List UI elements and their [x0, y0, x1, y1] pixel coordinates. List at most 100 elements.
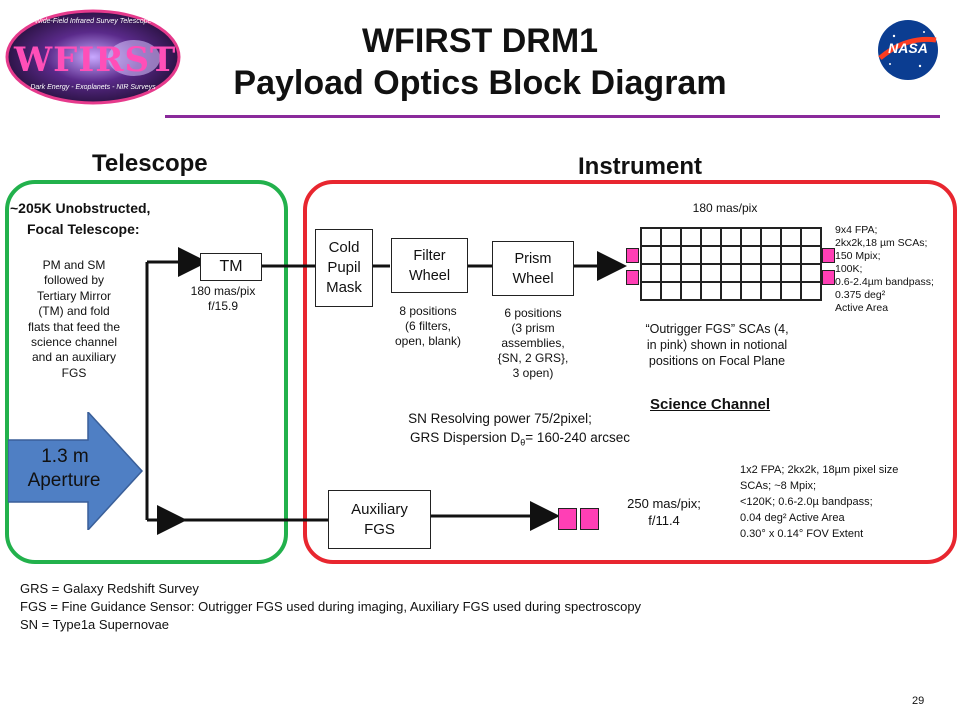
- sca-cell: [801, 246, 821, 264]
- filter-pos-line: (6 filters,: [404, 319, 451, 333]
- aux-fgs-line: FGS: [364, 520, 395, 538]
- desc-line: Tertiary Mirror: [37, 288, 111, 303]
- desc-line: and an auxiliary: [31, 350, 117, 365]
- desc-line: FGS: [61, 365, 87, 380]
- cold-pupil-mask-box: Cold Pupil Mask: [315, 229, 373, 307]
- sca-cell: [701, 264, 721, 282]
- fpa-scale: 180 mas/pix: [692, 201, 758, 215]
- aperture-label-line1: 1.3 m: [41, 446, 89, 467]
- outrigger-fgs-sca: [626, 270, 639, 285]
- sca-cell: [721, 228, 741, 246]
- prism-pos-line: 3 open): [512, 366, 554, 380]
- desc-line: followed by: [43, 273, 105, 288]
- instrument-heading: Instrument: [578, 153, 703, 180]
- aux-spec-line: SCAs; ~8 Mpix;: [740, 480, 817, 492]
- fpa-spec-line: 0.6-2.4µm bandpass;: [835, 276, 934, 288]
- grs-dispersion-text: GRS Dispersion D: [410, 430, 521, 445]
- aux-spec-line: 0.30° x 0.14° FOV Extent: [740, 528, 864, 540]
- outrigger-note: “Outrigger FGS” SCAs (4, in pink) shown …: [612, 321, 822, 369]
- sca-cell: [741, 228, 761, 246]
- aux-specs: 1x2 FPA; 2kx2k, 18µm pixel size SCAs; ~8…: [740, 462, 950, 542]
- tm-box: TM: [200, 253, 262, 281]
- filter-wheel-line: Filter: [413, 247, 446, 264]
- nasa-logo: NASA: [876, 18, 940, 82]
- prism-pos-line: {SN, 2 GRS},: [497, 351, 569, 365]
- desc-line: science channel: [30, 335, 118, 350]
- logo-arc-bottom: Dark Energy - Exoplanets - NIR Surveys: [30, 84, 156, 91]
- sca-cell: [661, 264, 681, 282]
- grs-dispersion: GRS Dispersion Dθ= 160-240 arcsec: [370, 430, 670, 448]
- filter-wheel-box: Filter Wheel: [391, 238, 468, 293]
- filter-pos-line: open, blank): [394, 334, 462, 348]
- footnote-grs: GRS = Galaxy Redshift Survey: [20, 581, 199, 596]
- aux-fgs-sca: [558, 508, 577, 530]
- desc-line: flats that feed the: [27, 319, 121, 334]
- footnote-fgs: FGS = Fine Guidance Sensor: Outrigger FG…: [20, 599, 642, 614]
- title-divider: [165, 115, 940, 118]
- prism-pos-line: assemblies,: [501, 336, 565, 350]
- prism-pos-line: 6 positions: [504, 306, 562, 320]
- sca-cell: [781, 228, 801, 246]
- sca-cell: [641, 246, 661, 264]
- sca-cell: [761, 282, 781, 300]
- aux-scale-line: f/11.4: [648, 513, 680, 528]
- auxiliary-fgs-box: Auxiliary FGS: [328, 490, 431, 549]
- aux-scale-line: 250 mas/pix;: [627, 496, 701, 511]
- focal-plane-array: [640, 227, 822, 301]
- grs-dispersion-value: = 160-240 arcsec: [525, 430, 630, 445]
- telescope-heading: Telescope: [92, 150, 208, 177]
- sca-cell: [681, 246, 701, 264]
- nasa-logo-text: NASA: [888, 40, 928, 56]
- sca-cell: [741, 264, 761, 282]
- sca-cell: [721, 264, 741, 282]
- outrigger-fgs-sca: [822, 248, 835, 263]
- sca-cell: [701, 282, 721, 300]
- sca-cell: [681, 228, 701, 246]
- sca-cell: [761, 228, 781, 246]
- desc-line: PM and SM: [42, 258, 106, 272]
- desc-line: (TM) and fold: [38, 304, 110, 319]
- outrigger-fgs-sca: [626, 248, 639, 263]
- instrument-border: [303, 180, 957, 564]
- outrigger-note-line: positions on Focal Plane: [648, 354, 786, 368]
- aux-spec-line: 1x2 FPA; 2kx2k, 18µm pixel size: [740, 464, 899, 476]
- telescope-border: [5, 180, 288, 564]
- sca-cell: [741, 282, 761, 300]
- page-title-line2: Payload Optics Block Diagram: [233, 64, 727, 102]
- sca-cell: [761, 246, 781, 264]
- aux-fgs-sca: [580, 508, 599, 530]
- aperture-label-line2: Aperture: [27, 470, 101, 491]
- outrigger-note-line: “Outrigger FGS” SCAs (4,: [645, 322, 789, 336]
- sca-cell: [801, 282, 821, 300]
- sca-cell: [701, 228, 721, 246]
- aux-scale: 250 mas/pix; f/11.4: [605, 495, 723, 529]
- page-title-line1: WFIRST DRM1: [361, 22, 599, 60]
- logo-arc-top: Wide-Field Infrared Survey Telescope: [34, 18, 152, 25]
- footnote-sn: SN = Type1a Supernovae: [20, 617, 170, 632]
- sca-cell: [721, 246, 741, 264]
- sca-cell: [681, 282, 701, 300]
- fpa-spec-line: 100K;: [835, 263, 863, 275]
- fpa-specs: 9x4 FPA; 2kx2k,18 µm SCAs; 150 Mpix; 100…: [835, 224, 957, 315]
- telescope-description: PM and SM followed by Tertiary Mirror (T…: [8, 258, 140, 381]
- filter-positions: 8 positions (6 filters, open, blank): [380, 304, 476, 349]
- sca-cell: [721, 282, 741, 300]
- fpa-spec-line: 2kx2k,18 µm SCAs;: [835, 237, 928, 249]
- sca-cell: [781, 282, 801, 300]
- science-channel-heading: Science Channel: [650, 396, 771, 413]
- grs-dispersion-sub: θ: [520, 437, 526, 448]
- aperture-arrow: [7, 410, 144, 532]
- sca-cell: [661, 246, 681, 264]
- sca-cell: [781, 246, 801, 264]
- sn-resolving: SN Resolving power 75/2pixel;: [408, 411, 592, 426]
- tm-spec: 180 mas/pix f/15.9: [178, 284, 268, 314]
- aux-spec-line: <120K; 0.6-2.0µ bandpass;: [740, 496, 873, 508]
- sca-cell: [781, 264, 801, 282]
- fpa-spec-line: 150 Mpix;: [835, 250, 881, 262]
- tm-spec-scale: 180 mas/pix: [190, 284, 256, 298]
- filter-pos-line: 8 positions: [399, 304, 457, 318]
- fpa-spec-line: Active Area: [835, 302, 889, 314]
- sca-cell: [661, 282, 681, 300]
- cold-pupil-line: Pupil: [327, 259, 361, 276]
